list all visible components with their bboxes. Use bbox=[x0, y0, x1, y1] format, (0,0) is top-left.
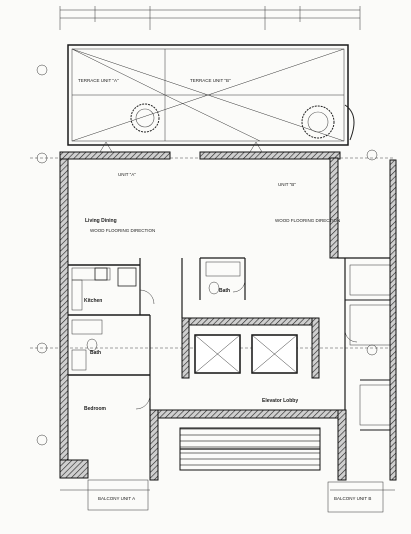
bath-b-label: Bath bbox=[219, 288, 230, 294]
elevator-lobby-label: Elevator Lobby bbox=[262, 398, 298, 404]
kitchen-label: Kitchen bbox=[84, 298, 102, 304]
bedroom-label: Bedroom bbox=[84, 406, 107, 412]
stairwell bbox=[179, 427, 321, 471]
balcony-unit-b-label: BALCONY UNIT B bbox=[334, 496, 371, 501]
elevators bbox=[194, 334, 298, 374]
interior-walls bbox=[68, 257, 395, 460]
unit-a-label: UNIT "A" bbox=[118, 172, 136, 177]
kitchen-fixtures bbox=[71, 267, 137, 311]
terrace-unit-b-label: TERRACE UNIT "B" bbox=[190, 78, 231, 83]
terrace-area bbox=[67, 44, 355, 146]
living-dining-label: Living Dining bbox=[85, 218, 117, 224]
bottom-dimension-lines bbox=[60, 479, 395, 513]
grid-markers bbox=[30, 64, 395, 446]
top-dimension-lines bbox=[59, 6, 361, 30]
bath-a-label: Bath bbox=[90, 350, 101, 356]
balcony-unit-a-label: BALCONY UNIT A bbox=[98, 496, 135, 501]
flooring-direction-a-label: WOOD FLOORING DIRECTION bbox=[90, 228, 155, 233]
right-side-units bbox=[349, 159, 397, 481]
door-swings bbox=[99, 141, 358, 410]
flooring-direction-b-label: WOOD FLOORING DIRECTION bbox=[275, 218, 340, 223]
unit-b-label: UNIT "B" bbox=[278, 182, 296, 187]
terrace-unit-a-label: TERRACE UNIT "A" bbox=[78, 78, 119, 83]
bath-fixtures bbox=[71, 261, 241, 371]
